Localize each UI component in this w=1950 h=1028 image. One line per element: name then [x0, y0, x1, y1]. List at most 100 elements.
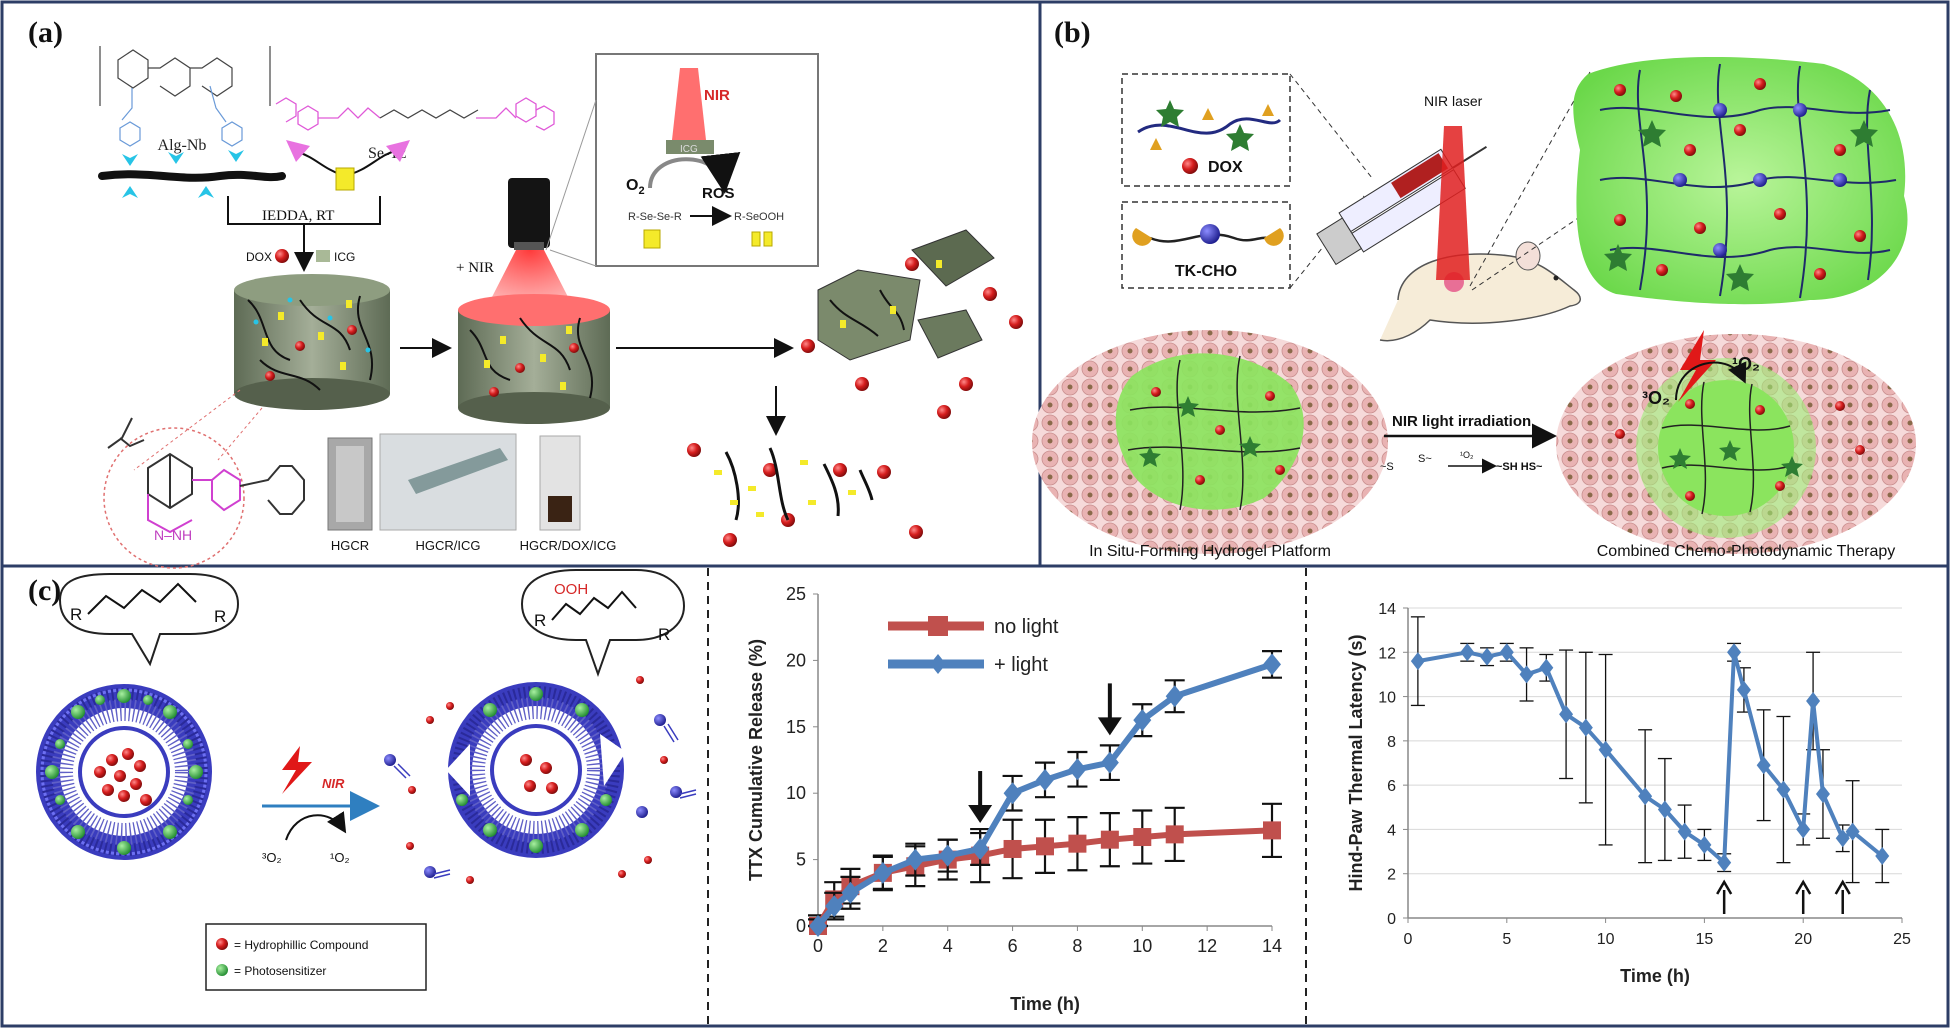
inset-yellow-3	[763, 231, 773, 247]
released-lipids	[384, 714, 697, 879]
data-point	[1003, 839, 1022, 858]
tk-cho-end-right	[1264, 228, 1284, 246]
box-connector-2	[1289, 195, 1365, 289]
laser-tip	[514, 242, 544, 250]
hydrogel-network-dox	[1614, 78, 1866, 280]
gel-left	[1115, 353, 1304, 510]
data-point	[971, 837, 990, 860]
data-point	[1480, 647, 1495, 666]
gel-left-lines	[1127, 355, 1301, 511]
data-point	[825, 895, 844, 918]
photo-label-hgcr-icg: HGCR/ICG	[416, 538, 481, 553]
data-point	[1717, 853, 1732, 872]
syringe	[1316, 145, 1487, 266]
data-point	[1263, 653, 1281, 676]
x-tick-label: 25	[1893, 931, 1911, 948]
reaction-left: ~S	[1380, 461, 1394, 473]
dox-polymer	[1137, 117, 1282, 135]
x-tick-label: 0	[1404, 931, 1413, 948]
inset-connector-1	[545, 99, 597, 251]
dox-box	[1121, 73, 1291, 187]
tk-cho-label: TK-CHO	[1175, 263, 1237, 280]
data-point	[1657, 800, 1672, 819]
se-tz-right-triangle	[386, 140, 410, 162]
icg-legend-label: ICG	[334, 250, 355, 264]
ooh-label: OOH	[554, 581, 588, 598]
data-point	[1036, 837, 1054, 856]
inset-icg-bar	[666, 140, 714, 154]
data-point	[1677, 822, 1692, 841]
x-tick-label: 5	[1502, 931, 1511, 948]
x-axis-label: Time (h)	[1620, 966, 1690, 986]
degraded-hydrogel-pieces	[817, 229, 995, 361]
speech-bubble-left	[58, 573, 240, 667]
lightning-bolt-c	[282, 746, 312, 794]
alg-nb-pendants	[122, 150, 244, 198]
legend-photosensitizer: = Photosensitizer	[234, 964, 326, 978]
inset-icg-label: ICG	[680, 144, 698, 155]
caption-right: Combined Chemo-Photodynamic Therapy	[1597, 543, 1896, 560]
o2-triplet-b: ³O₂	[1642, 388, 1670, 408]
nir-laser-beam	[1436, 126, 1470, 280]
liposome-right	[446, 682, 626, 858]
y-tick-label: 6	[1387, 778, 1396, 795]
data-point	[1736, 680, 1751, 699]
alg-nb-structure	[99, 46, 271, 147]
released-hydrophilic	[406, 676, 668, 884]
diene-chain	[87, 582, 197, 615]
x-tick-label: 15	[1696, 931, 1714, 948]
annotation-arrow-head	[1716, 879, 1733, 895]
hydrogel-network-nodes	[1673, 103, 1847, 257]
annotation-arrow-head	[1795, 879, 1812, 895]
data-point	[873, 861, 892, 884]
zoom-line-1	[133, 389, 241, 471]
data-point	[1796, 820, 1811, 839]
diene-r-left: R	[70, 605, 82, 624]
inset-nir-label: NIR	[704, 87, 730, 104]
data-point	[1845, 822, 1860, 841]
inset-cycle-arrow	[648, 151, 741, 194]
hydrogel-network-blob	[1573, 56, 1908, 305]
degraded-fragments	[724, 447, 874, 521]
o2-conversion-arrow	[1675, 361, 1747, 401]
reaction-o2: ¹O₂	[1460, 450, 1474, 460]
x-axis-label: Time (h)	[1010, 994, 1080, 1014]
legend-label: no light	[994, 616, 1059, 638]
se-tz-linker	[379, 109, 479, 119]
dox-box-stars	[1156, 100, 1254, 151]
data-point	[1539, 658, 1554, 677]
x-tick-label: 10	[1597, 931, 1615, 948]
se-tz-structure	[275, 97, 555, 131]
data-point	[1263, 821, 1281, 840]
laser-body	[508, 178, 550, 248]
data-point	[1519, 665, 1534, 684]
inset-ros-label: ROS	[702, 185, 735, 202]
hydroperoxide-r-right: R	[658, 625, 670, 644]
data-point	[1776, 780, 1791, 799]
y-tick-label: 20	[786, 650, 806, 670]
inset-rse-label: R-Se-Se-R	[628, 211, 682, 223]
iedda-label: IEDDA, RT	[262, 208, 334, 224]
data-point	[1499, 643, 1514, 662]
icg-legend-swatch	[316, 250, 330, 262]
data-point	[1727, 643, 1742, 662]
inset-box	[595, 53, 819, 267]
data-point	[1598, 740, 1613, 759]
x-tick-label: 12	[1197, 936, 1217, 956]
data-point	[1806, 692, 1821, 710]
gel-right-stars	[1669, 440, 1803, 477]
released-dox	[687, 257, 1023, 547]
cycloadduct-structure	[107, 417, 305, 534]
data-point	[1165, 685, 1184, 708]
gel-right-dox	[1615, 399, 1865, 501]
box-connector-1	[1289, 73, 1373, 179]
x-tick-label: 14	[1262, 936, 1282, 956]
y-axis-label: Hind-Paw Thermal Latency (s)	[1346, 634, 1366, 891]
legend-red-ball	[216, 938, 228, 950]
tk-cho-chain	[1149, 233, 1269, 243]
diene-r-right: R	[214, 607, 226, 626]
y-tick-label: 15	[786, 717, 806, 737]
legend-marker	[928, 616, 948, 636]
nh-label: N–NH	[154, 527, 192, 543]
